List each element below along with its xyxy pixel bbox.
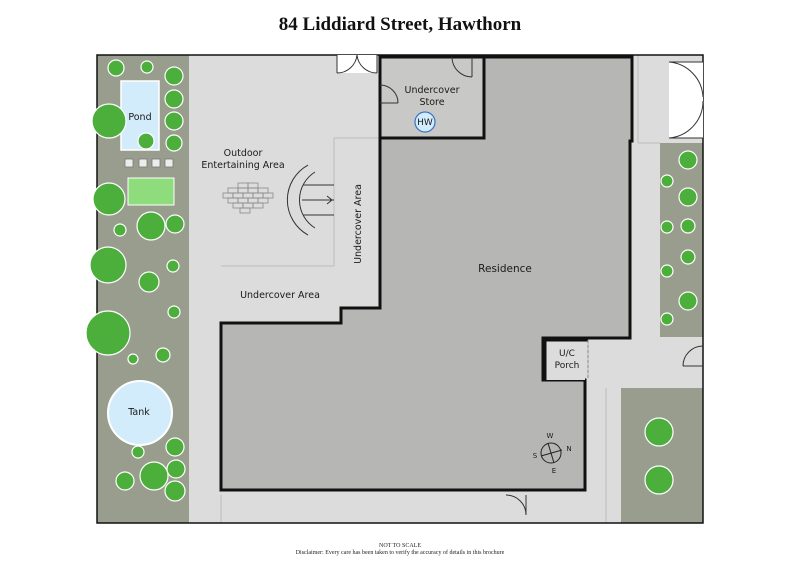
compass-south: S	[533, 452, 538, 460]
label-outdoor-line1: Outdoor	[224, 148, 263, 159]
compass-north: N	[566, 445, 571, 453]
doors	[336, 54, 704, 516]
site-boundary	[96, 54, 704, 524]
plan-title: 84 Liddiard Street, Hawthorn	[278, 14, 522, 35]
label-outdoor-line2: Entertaining Area	[201, 160, 284, 171]
disclaimer: Disclaimer: Every care has been taken to…	[295, 550, 505, 556]
scale-note: NOT TO SCALE	[378, 543, 421, 549]
porch	[545, 340, 585, 380]
label-tank: Tank	[127, 407, 150, 418]
label-hot-water: HW	[417, 118, 433, 128]
label-porch-line1: U/C	[559, 349, 575, 359]
brick-pattern	[222, 182, 274, 214]
compass-west: W	[547, 432, 554, 440]
stepping-stones	[124, 158, 174, 168]
residence	[219, 55, 634, 492]
label-porch-line2: Porch	[555, 361, 580, 371]
hot-water-unit	[414, 111, 436, 133]
compass	[540, 442, 563, 464]
bottom-right-garden	[621, 388, 703, 523]
lawn-patch	[127, 177, 175, 206]
label-undercover-area: Undercover Area	[240, 290, 320, 301]
label-pond: Pond	[128, 112, 151, 123]
label-undercover-area-vertical: Undercover Area	[353, 184, 364, 264]
trees	[85, 59, 698, 502]
water-tank	[107, 380, 173, 446]
porch-wall	[543, 338, 588, 380]
compass-east: E	[552, 467, 556, 475]
label-store-line1: Undercover	[405, 85, 460, 96]
label-residence: Residence	[478, 263, 532, 275]
label-store-line2: Store	[419, 97, 444, 108]
steps	[286, 164, 334, 236]
